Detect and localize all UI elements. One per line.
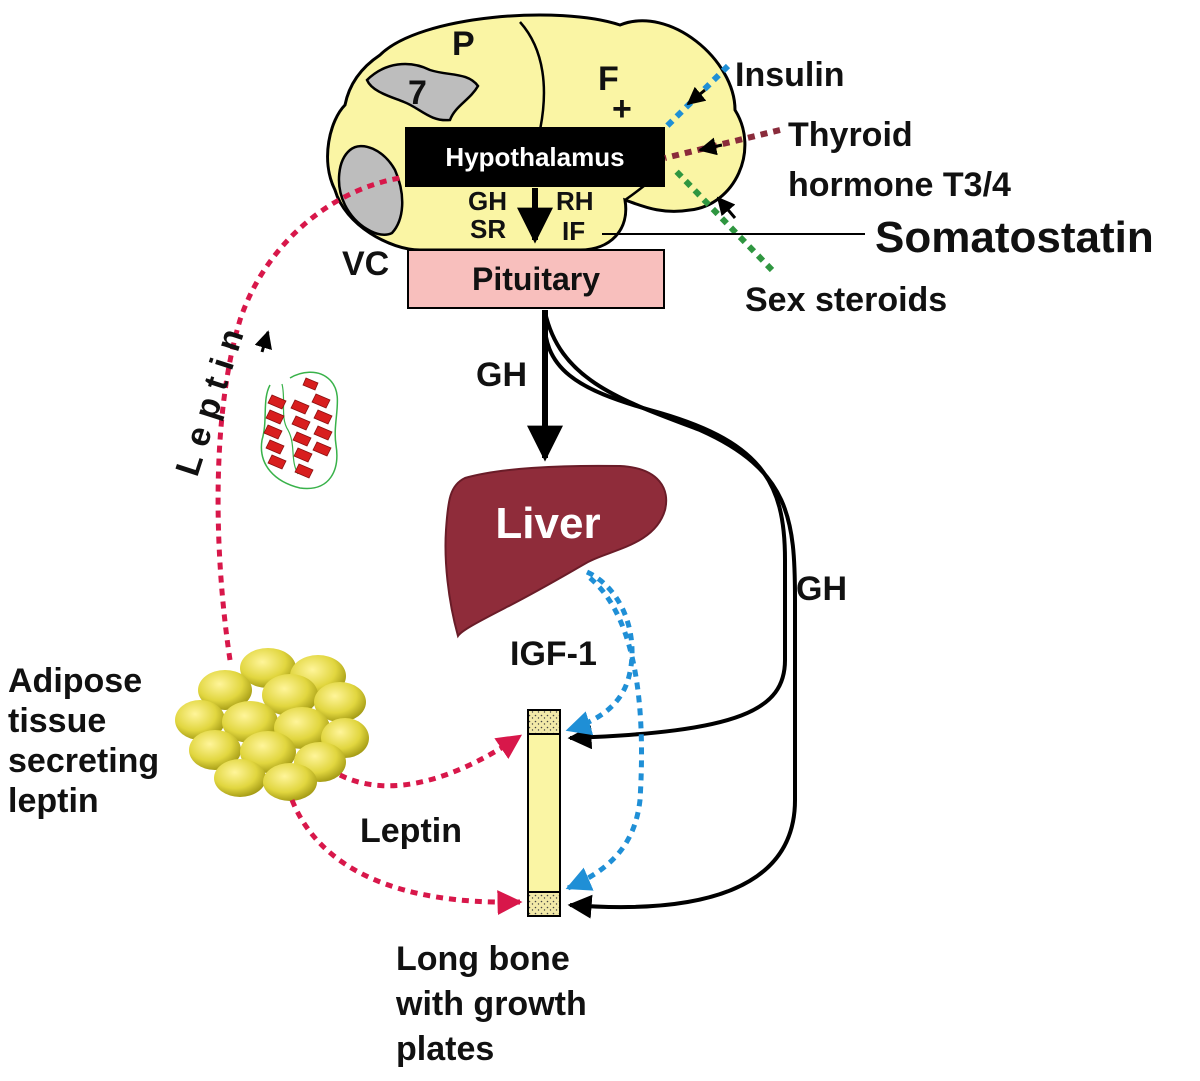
- insulin-arrow: [686, 86, 707, 106]
- growth-plate-bottom: [527, 891, 561, 917]
- leptin-to-bottom-plate: [289, 799, 523, 916]
- bone-label-line2: with growth: [395, 985, 587, 1023]
- rhif-label-line2: IF: [562, 216, 585, 246]
- liver-shape: [444, 464, 668, 639]
- bone-label-line3: plates: [396, 1030, 494, 1068]
- ghsr-label-line1: GH: [468, 186, 507, 216]
- pituitary-label: Pituitary: [472, 261, 600, 297]
- bone-shaft: [527, 709, 561, 917]
- leptin-to-top-plate: [338, 733, 523, 789]
- leptin-to-brain-label: Leptin: [168, 315, 254, 481]
- lobe-f-label: F: [598, 60, 619, 98]
- adipose-label-line4: leptin: [8, 782, 99, 820]
- hypothalamus-label: Hypothalamus: [445, 142, 624, 172]
- area-7-region: [365, 62, 480, 122]
- rhif-label-line1: RH: [556, 186, 594, 216]
- adipose-tissue: [175, 648, 369, 801]
- adipose-label-line2: tissue: [8, 702, 106, 740]
- gh-to-bone-label: GH: [796, 570, 847, 608]
- growth-plate-top: [527, 709, 561, 735]
- leptin-protein-structure: [260, 371, 339, 490]
- leptin-to-bone-label: Leptin: [360, 812, 462, 850]
- gh-to-bone-bottom-curve: [543, 311, 797, 919]
- sex-steroids-arrow: [716, 196, 737, 219]
- visual-cortex-region: [337, 144, 404, 236]
- thyroid-arrow: [698, 137, 723, 156]
- adipose-label-line1: Adipose: [8, 662, 142, 700]
- thyroid-label-line1: Thyroid: [788, 116, 913, 154]
- insulin-label: Insulin: [735, 56, 845, 94]
- thyroid-dotted-line: [664, 127, 781, 161]
- leptin-to-brain-arrowhead: [254, 330, 272, 353]
- central-sulcus: [519, 21, 546, 131]
- ghsr-label-line2: SR: [470, 214, 506, 244]
- igf1-label: IGF-1: [510, 635, 597, 673]
- thyroid-label-line2: hormone T3/4: [788, 166, 1011, 204]
- area-7-label: 7: [408, 74, 427, 112]
- gh-to-liver-label: GH: [476, 356, 527, 394]
- plus-sign: +: [612, 90, 632, 128]
- bone-label-line1: Long bone: [396, 940, 570, 978]
- lobe-p-label: P: [452, 25, 475, 63]
- igf1-to-bottom-plate: [565, 576, 645, 891]
- sex-steroids-label: Sex steroids: [745, 281, 947, 319]
- sex-steroids-dotted-line: [672, 167, 775, 273]
- long-bone: [527, 709, 561, 917]
- hypothalamus-box: [405, 127, 665, 187]
- vc-label: VC: [342, 245, 389, 283]
- pituitary-box: [407, 249, 665, 309]
- liver-label: Liver: [495, 499, 600, 548]
- adipose-label-line3: secreting: [8, 742, 159, 780]
- somatostatin-label: Somatostatin: [875, 213, 1154, 262]
- leptin-to-brain-path: [215, 175, 401, 661]
